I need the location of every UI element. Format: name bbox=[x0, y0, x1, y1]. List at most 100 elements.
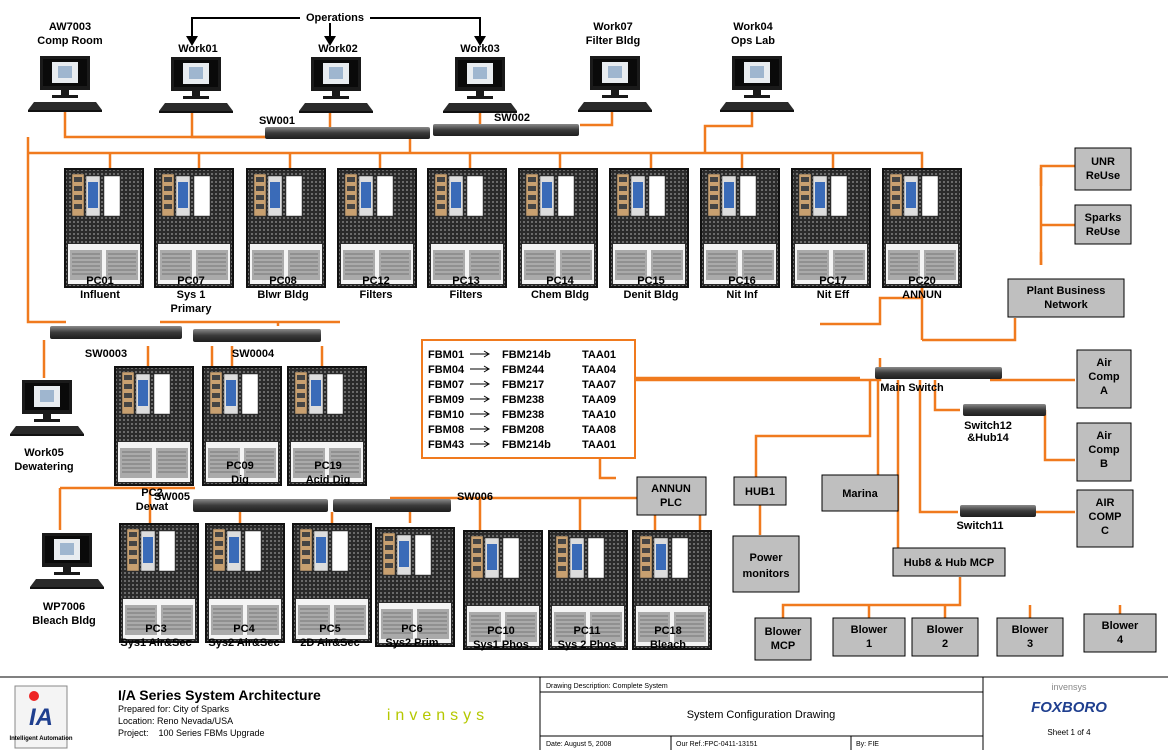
cabinet-pc08[interactable] bbox=[245, 167, 327, 289]
cabinet-pc14[interactable] bbox=[517, 167, 599, 289]
cabinet-pc3-location: Sys1 Air&Sec bbox=[120, 637, 191, 649]
cabinet-pc5-location: 2D Air&Sec bbox=[300, 637, 360, 649]
workstation-work04-location: Ops Lab bbox=[731, 35, 775, 47]
workstation-work05-location: Dewatering bbox=[14, 461, 73, 473]
workstation-work03[interactable] bbox=[443, 57, 517, 113]
cabinet-icon bbox=[517, 167, 599, 289]
box-air-comp-a-line1: Air bbox=[1096, 357, 1112, 369]
box-air-comp-b-line2: Comp bbox=[1088, 444, 1119, 456]
cabinet-pc01[interactable] bbox=[63, 167, 145, 289]
cabinet-pc17[interactable] bbox=[790, 167, 872, 289]
fbm-taa: TAA01 bbox=[582, 349, 616, 361]
box-air-comp-a-line3: A bbox=[1100, 385, 1108, 397]
cabinet-pc13-location: Filters bbox=[449, 289, 482, 301]
switch-main[interactable]: Main Switch bbox=[875, 367, 1002, 394]
cabinet-icon bbox=[426, 167, 508, 289]
switch-main-label: Main Switch bbox=[880, 382, 944, 394]
box-hub1[interactable]: HUB1 bbox=[733, 476, 787, 506]
cabinet-icon bbox=[113, 365, 195, 487]
cabinet-pc2[interactable] bbox=[113, 365, 195, 487]
cabinet-pc15[interactable] bbox=[608, 167, 690, 289]
cabinet-pc18-name: PC18 bbox=[654, 625, 682, 637]
fbm-new-module: FBM214b bbox=[502, 439, 551, 451]
fbm-taa: TAA08 bbox=[582, 424, 616, 436]
switch-sw006[interactable]: SW006 bbox=[333, 491, 493, 512]
switch-sw0003[interactable]: SW0003 bbox=[50, 326, 182, 360]
switch-sw005[interactable]: SW005 bbox=[154, 491, 328, 512]
box-power-monitors[interactable]: Power monitors bbox=[732, 535, 800, 593]
cabinet-pc12[interactable] bbox=[336, 167, 418, 289]
cabinet-pc4-location: Sys2 Air&Sec bbox=[208, 637, 279, 649]
cabinet-pc12-location: Filters bbox=[359, 289, 392, 301]
box-blower-1[interactable]: Blower 1 bbox=[832, 617, 906, 657]
cabinet-pc17-location: Nit Eff bbox=[817, 289, 850, 301]
box-sparks-reuse-line1: Sparks bbox=[1085, 212, 1122, 224]
brand-small: invensys bbox=[1051, 682, 1087, 692]
switch-sw001[interactable]: SW001 bbox=[259, 115, 430, 139]
cabinet-pc19-location: Acid Dig bbox=[306, 474, 351, 486]
cabinet-icon bbox=[153, 167, 235, 289]
cabinet-pc09-location: Dig bbox=[231, 474, 249, 486]
box-power-monitors-line2: monitors bbox=[742, 568, 789, 580]
box-air-comp-a[interactable]: Air Comp A bbox=[1076, 349, 1132, 409]
workstation-aw7003[interactable] bbox=[28, 56, 102, 112]
box-unr-reuse[interactable]: UNR ReUse bbox=[1074, 147, 1132, 191]
box-sparks-reuse[interactable]: Sparks ReUse bbox=[1074, 204, 1132, 245]
box-blower-1-line2: 1 bbox=[866, 638, 872, 650]
cabinet-pc14-location: Chem Bldg bbox=[531, 289, 589, 301]
fbm-taa: TAA07 bbox=[582, 379, 616, 391]
switch-switch11[interactable]: Switch11 bbox=[956, 505, 1036, 532]
switch-switch12-label: Switch12 bbox=[964, 420, 1012, 432]
foxboro-logo: FOXBORO bbox=[1031, 699, 1107, 716]
cabinet-pc2-name: PC2 bbox=[141, 487, 162, 499]
cabinet-pc08-name: PC08 bbox=[269, 275, 297, 287]
cabinet-pc15-name: PC15 bbox=[637, 275, 665, 287]
cabinet-pc07[interactable] bbox=[153, 167, 235, 289]
box-air-comp-b[interactable]: Air Comp B bbox=[1076, 422, 1132, 482]
workstation-work01[interactable] bbox=[159, 57, 233, 113]
workstation-work05-name: Work05 bbox=[24, 447, 64, 459]
fbm-new-module: FBM244 bbox=[502, 364, 545, 376]
cabinet-icon bbox=[699, 167, 781, 289]
box-blower-mcp[interactable]: Blower MCP bbox=[754, 617, 812, 661]
switch-icon bbox=[963, 404, 1046, 416]
arrow-right-icon bbox=[470, 425, 490, 433]
drawing-name: System Configuration Drawing bbox=[687, 709, 836, 721]
switch-switch12[interactable]: Switch12 &Hub14 bbox=[963, 404, 1046, 444]
invensys-wordmark: invensys bbox=[387, 707, 489, 724]
workstation-work07[interactable] bbox=[578, 56, 652, 112]
box-unr-reuse-line1: UNR bbox=[1091, 156, 1115, 168]
workstation-wp7006[interactable] bbox=[30, 533, 104, 589]
box-annun-plc[interactable]: ANNUN PLC bbox=[636, 476, 707, 516]
box-power-monitors-line1: Power bbox=[749, 552, 783, 564]
box-air-comp-c-line3: C bbox=[1101, 525, 1109, 537]
box-marina[interactable]: Marina bbox=[821, 474, 899, 512]
cabinet-pc20[interactable] bbox=[881, 167, 963, 289]
cabinet-icon bbox=[245, 167, 327, 289]
box-hub8-hub-mcp[interactable]: Hub8 & Hub MCP bbox=[892, 547, 1006, 577]
box-air-comp-c[interactable]: AIR COMP C bbox=[1076, 489, 1134, 548]
cabinet-icon bbox=[336, 167, 418, 289]
workstation-work02[interactable] bbox=[299, 57, 373, 113]
cabinet-pc16[interactable] bbox=[699, 167, 781, 289]
box-plant-business-network[interactable]: Plant Business Network bbox=[1007, 278, 1125, 318]
computer-icon bbox=[30, 533, 104, 589]
cabinet-pc11-location: Sys 2 Phos bbox=[558, 639, 617, 651]
workstation-work04[interactable] bbox=[720, 56, 794, 112]
switch-sw002[interactable]: SW002 bbox=[433, 112, 579, 136]
box-blower-2[interactable]: Blower 2 bbox=[911, 617, 979, 657]
box-blower-3[interactable]: Blower 3 bbox=[996, 617, 1064, 657]
computer-icon bbox=[299, 57, 373, 113]
workstation-aw7003-location: Comp Room bbox=[37, 35, 103, 47]
cabinet-pc4-name: PC4 bbox=[233, 623, 255, 635]
cabinet-icon bbox=[608, 167, 690, 289]
switch-sw0004[interactable]: SW0004 bbox=[193, 329, 321, 360]
workstation-work05[interactable] bbox=[10, 380, 84, 436]
cabinet-pc13[interactable] bbox=[426, 167, 508, 289]
box-blower-4[interactable]: Blower 4 bbox=[1083, 613, 1157, 653]
